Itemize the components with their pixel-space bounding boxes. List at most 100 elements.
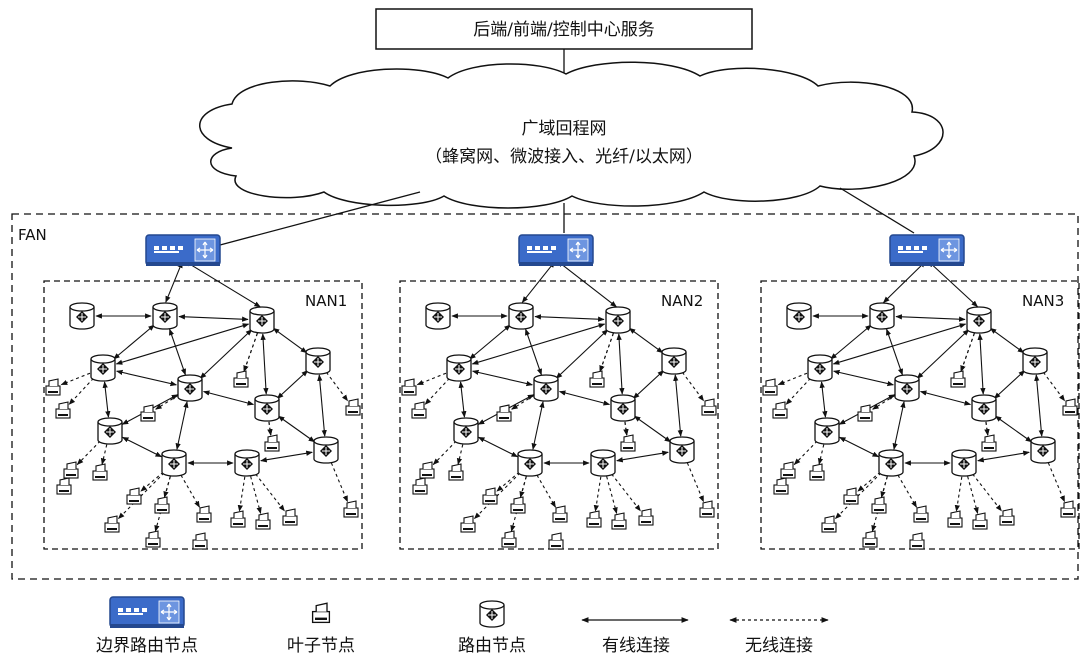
router-node-icon [1022, 347, 1048, 375]
leaf-node-icon [140, 404, 156, 422]
wired-link [819, 381, 828, 418]
router-node-icon [517, 449, 543, 477]
wireless-link [960, 333, 975, 373]
leaf-node-icon [412, 477, 428, 495]
leaf-node-icon [699, 500, 715, 518]
leaf-node-icon [548, 532, 564, 550]
wired-link [989, 327, 1025, 354]
leaf-node-icon [63, 461, 79, 479]
leaf-node-icon [282, 508, 298, 526]
leaf-node-icon [482, 487, 498, 505]
wireless-link [872, 394, 896, 410]
router-node-icon [878, 449, 904, 477]
leaf-node-icon [821, 515, 837, 533]
wired-link [977, 333, 986, 395]
wired-link [175, 401, 189, 450]
router-node-icon [869, 302, 895, 330]
leaf-node-icon [345, 398, 361, 416]
wan-cloud [199, 61, 944, 209]
leaf-node-icon [773, 477, 789, 495]
leaf-node-icon [857, 404, 873, 422]
wired-link [673, 374, 683, 437]
wired-link [202, 390, 255, 406]
leaf-node-icon [496, 404, 512, 422]
wireless-link [785, 377, 811, 405]
fan-label: FAN [18, 226, 47, 244]
wired-link [832, 323, 967, 365]
leaf-node-icon [762, 378, 778, 396]
leaf-node-icon [1062, 398, 1078, 416]
router-node-icon [951, 449, 977, 477]
wireless-link [793, 440, 818, 466]
wired-link [102, 381, 111, 418]
leaf-node-icon [510, 496, 526, 514]
router-node-icon [814, 417, 840, 445]
leaf-node-icon [55, 401, 71, 419]
wired-link [895, 314, 966, 322]
wireless-link [954, 476, 963, 512]
wired-link [276, 370, 309, 399]
wireless-link [599, 333, 614, 373]
wired-link [628, 327, 664, 354]
leaf-node-icon [264, 434, 280, 452]
leaf-node-icon [947, 510, 963, 528]
wireless-link [593, 476, 602, 512]
leaf-node-icon [230, 510, 246, 528]
legend-wireless-label: 无线连接 [745, 636, 813, 656]
wireless-link [984, 421, 990, 436]
wired-link [525, 328, 542, 376]
nan-label: NAN1 [305, 292, 347, 310]
nan-3: NAN3 [760, 234, 1080, 550]
wan-title: 广域回程网 [522, 119, 607, 139]
wireless-link [76, 440, 101, 466]
wireless-link [681, 371, 705, 402]
legend: 边界路由节点 叶子节点 路由节点 有线连接 无线连接 [96, 596, 829, 656]
leaf-node-icon [552, 505, 568, 523]
wired-link [558, 390, 611, 406]
wired-link [260, 333, 269, 395]
wireless-link [777, 372, 808, 386]
wireless-link [140, 471, 164, 492]
wireless-link [611, 473, 641, 512]
wireless-link [897, 474, 917, 508]
router-node-icon [453, 417, 479, 445]
router-node-icon [97, 417, 123, 445]
wired-link [977, 450, 1030, 463]
leaf-node-icon [843, 487, 859, 505]
wireless-link [416, 372, 447, 386]
service-box [375, 8, 753, 50]
nan-label: NAN3 [1022, 292, 1064, 310]
wired-link [916, 329, 970, 379]
wired-link [472, 369, 533, 387]
wireless-link [496, 471, 520, 492]
leaf-node-icon [972, 512, 988, 530]
nan-label: NAN2 [661, 292, 703, 310]
wireless-link [155, 394, 179, 410]
leaf-node-icon [611, 512, 627, 530]
router-node-icon [305, 347, 331, 375]
wired-link [886, 328, 903, 376]
router-node-icon [605, 306, 631, 334]
wired-link [121, 436, 163, 458]
wired-link [115, 323, 250, 365]
leaf-node-icon [145, 530, 161, 548]
router-node-icon [669, 436, 695, 464]
router-node-icon [69, 302, 95, 330]
router-node-icon [152, 302, 178, 330]
wired-link [458, 381, 467, 418]
leaf-node-icon [913, 505, 929, 523]
legend-router-label: 路由节点 [458, 636, 526, 656]
wireless-link [250, 476, 262, 514]
router-node-icon [971, 394, 997, 422]
leaf-node-icon [126, 487, 142, 505]
leaf-node-icon [999, 508, 1015, 526]
leaf-node-icon [871, 496, 887, 514]
wired-link [534, 314, 605, 322]
wireless-link [267, 421, 273, 436]
wired-link [616, 450, 669, 463]
leaf-node-icon [419, 461, 435, 479]
leaf-node-icon [196, 505, 212, 523]
leaf-node-icon [92, 463, 108, 481]
legend-border-router-label: 边界路由节点 [96, 636, 198, 656]
wireless-link [536, 474, 556, 508]
